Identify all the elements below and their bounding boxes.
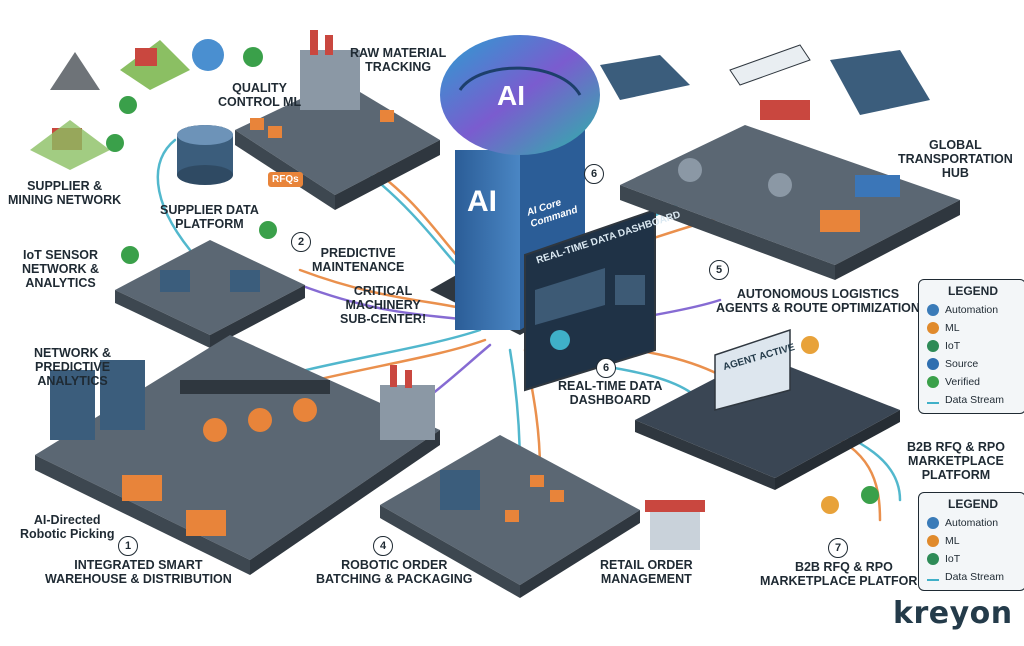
- legend-item: Automation: [927, 301, 1019, 319]
- legend-bottom: LEGEND Automation ML IoT Data Stream: [918, 492, 1024, 591]
- dashboard-screen: [524, 208, 656, 392]
- supplier-icons: [30, 39, 263, 170]
- arrow-icon: [927, 573, 939, 581]
- legend-item: Verified: [927, 373, 1019, 391]
- legend-label: IoT: [945, 553, 961, 565]
- rfqs-tag: RFQs: [268, 172, 303, 187]
- packaging-platform: [380, 435, 640, 598]
- legend-bottom-title: LEGEND: [947, 497, 998, 511]
- arrow-icon: [927, 396, 939, 404]
- legend-label: Automation: [945, 304, 999, 316]
- legend-item: Automation: [927, 514, 1019, 532]
- gear-icon: [927, 304, 939, 316]
- legend-label: Verified: [945, 376, 981, 388]
- legend-top: LEGEND Automation ML IoT Source Verified…: [918, 279, 1024, 414]
- legend-label: Source: [945, 358, 979, 370]
- legend-item: Data Stream: [927, 568, 1019, 586]
- gear-icon: [927, 322, 939, 334]
- iot-platform: [115, 221, 305, 348]
- warehouse-platform: [35, 335, 440, 575]
- supplier-platform-graphic: [177, 125, 233, 185]
- globe-icon: [927, 340, 939, 352]
- step-1-marker: 1: [118, 536, 138, 556]
- raw-material-platform: [235, 30, 440, 210]
- step-2-marker: 2: [291, 232, 311, 252]
- brand-logo: kreyon: [893, 596, 1013, 631]
- legend-item: ML: [927, 319, 1019, 337]
- legend-label: ML: [945, 535, 960, 547]
- tower-ai-text: AI: [467, 185, 497, 218]
- gear-icon: [927, 535, 939, 547]
- legend-label: Data Stream: [945, 571, 1004, 583]
- legend-item: Data Stream: [927, 391, 1019, 409]
- step-6-dashboard-marker: 6: [596, 358, 616, 378]
- step-5-marker: 5: [709, 260, 729, 280]
- check-icon: [927, 376, 939, 388]
- step-4-marker: 4: [373, 536, 393, 556]
- globe-icon: [927, 358, 939, 370]
- legend-label: Data Stream: [945, 394, 1004, 406]
- legend-item: ML: [927, 532, 1019, 550]
- transport-hub: [600, 44, 960, 280]
- legend-item: Source: [927, 355, 1019, 373]
- retail-store: [645, 500, 705, 550]
- label-supplier-network: SUPPLIER &MINING NETWORK: [8, 179, 122, 207]
- legend-top-title: LEGEND: [947, 284, 998, 298]
- globe-icon: [927, 553, 939, 565]
- legend-item: IoT: [927, 337, 1019, 355]
- brain-ai-text: AI: [497, 80, 525, 111]
- legend-label: ML: [945, 322, 960, 334]
- marketplace-platform: [635, 328, 900, 514]
- step-7-marker: 7: [828, 538, 848, 558]
- legend-label: Automation: [945, 517, 999, 529]
- legend-label: IoT: [945, 340, 961, 352]
- gear-icon: [927, 517, 939, 529]
- step-6-tower-marker: 6: [584, 164, 604, 184]
- legend-item: IoT: [927, 550, 1019, 568]
